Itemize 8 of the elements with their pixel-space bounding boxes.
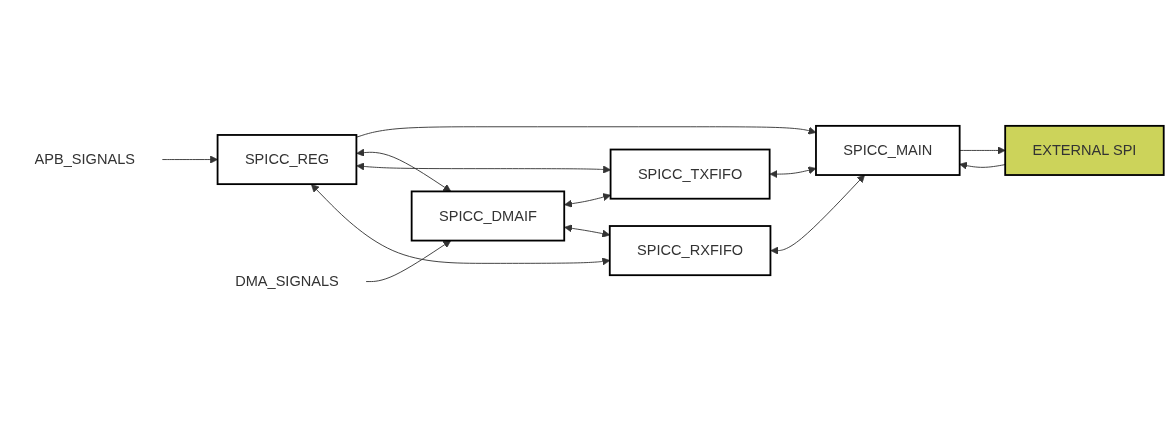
node-box: SPICC_TXFIFO [609,148,771,200]
node-box: SPICC_DMAIF [410,190,566,242]
node-text: APB_SIGNALS [34,151,136,167]
node-text: DMA_SIGNALS [235,273,339,289]
node-box: SPICC_RXFIFO [608,225,772,277]
node-box: SPICC_MAIN [815,124,961,176]
node-box: SPICC_REG [216,134,358,186]
node-box: EXTERNAL SPI [1004,124,1165,176]
